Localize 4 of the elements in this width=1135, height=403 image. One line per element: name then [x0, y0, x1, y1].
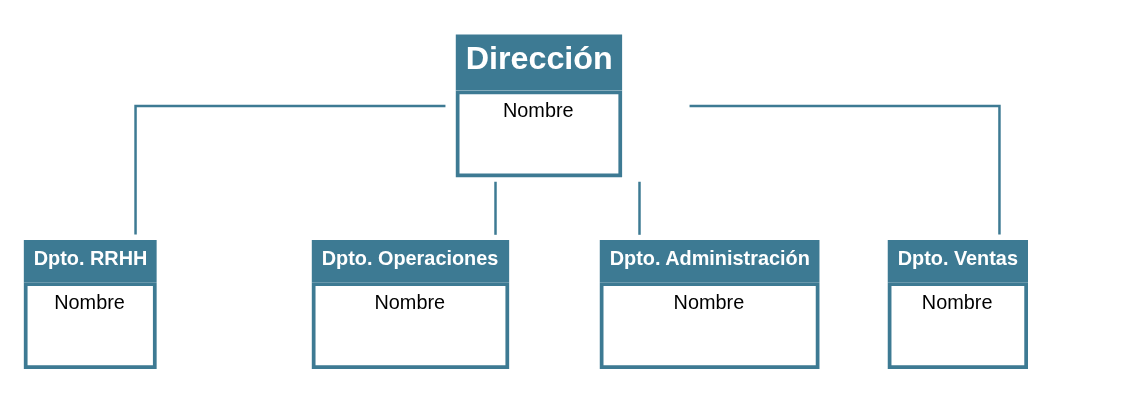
connector — [134, 104, 446, 235]
connector — [689, 104, 1001, 235]
connector — [494, 181, 497, 235]
connector — [638, 181, 641, 235]
